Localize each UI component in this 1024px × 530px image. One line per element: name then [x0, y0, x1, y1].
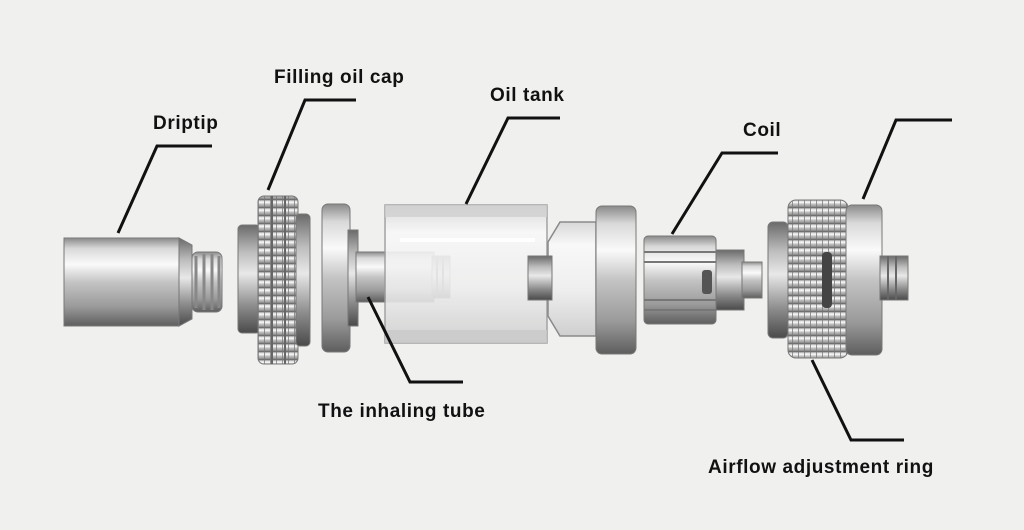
- filling-oil-cap-label: Filling oil cap: [274, 67, 405, 88]
- airflow-ring-leader: [810, 359, 904, 442]
- inhaling-tube-label: The inhaling tube: [318, 401, 486, 422]
- airflow-ring-part: [767, 199, 909, 359]
- oil-tank-leader: [464, 116, 560, 205]
- driptip-label: Driptip: [153, 113, 219, 134]
- filling-oil-cap-part: [237, 195, 311, 365]
- driptip-leader: [116, 144, 212, 234]
- coil-part: [643, 235, 763, 325]
- filling-oil-cap-leader: [266, 98, 356, 191]
- driptip-thread: [191, 251, 223, 313]
- driptip-part: [63, 237, 223, 327]
- unlabeled-part-leader: [861, 118, 952, 200]
- airflow-ring-label: Airflow adjustment ring: [708, 457, 934, 478]
- inhaling-tube-leader: [366, 296, 463, 384]
- coil-label: Coil: [743, 120, 782, 141]
- oil-tank-label: Oil tank: [490, 85, 565, 106]
- tank-base-part: [527, 205, 637, 355]
- oil-tank-part: [384, 204, 548, 344]
- coil-leader: [670, 151, 778, 235]
